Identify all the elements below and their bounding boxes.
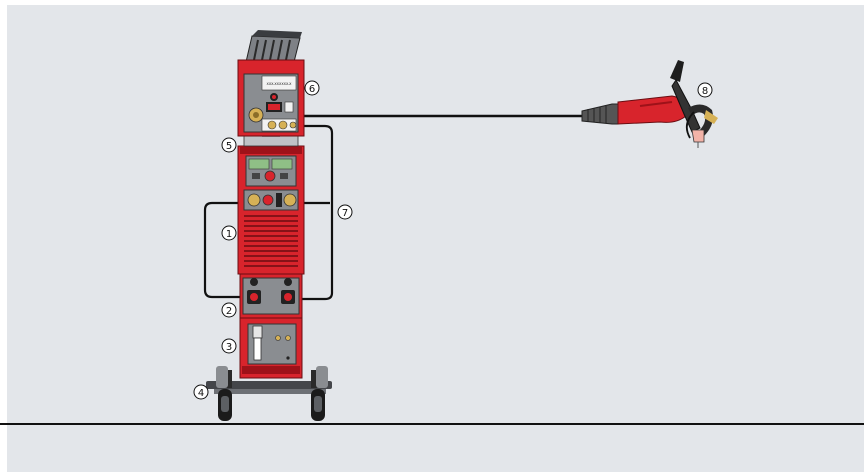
hosepack-loop-right	[298, 124, 334, 301]
torch-nozzle	[691, 129, 705, 143]
callout-1: 1	[221, 225, 237, 241]
display	[248, 158, 270, 170]
trolley	[206, 366, 332, 421]
left-border	[0, 0, 7, 472]
callout-4: 4	[193, 384, 209, 400]
callout-5-label: 5	[226, 141, 232, 152]
callout-3: 3	[221, 338, 237, 354]
callout-5: 5	[221, 137, 237, 153]
callout-8: 8	[697, 82, 713, 98]
wire-feeder: XXX-XXXXXX-X	[237, 30, 305, 137]
callout-7-label: 7	[342, 208, 348, 219]
callout-2: 2	[221, 302, 237, 318]
callout-7: 7	[337, 204, 353, 220]
panel-text: XXX-XXXXXX-X	[267, 82, 293, 86]
power-source	[237, 145, 305, 275]
callout-1-label: 1	[226, 229, 232, 240]
torch-back-cap	[670, 60, 684, 82]
gas-bottle-holder	[239, 317, 303, 379]
callout-3-label: 3	[226, 342, 232, 353]
top-border	[0, 0, 864, 5]
control-knob	[264, 170, 276, 182]
cooling-unit	[239, 271, 303, 319]
callout-8-label: 8	[702, 86, 708, 97]
callout-4-label: 4	[198, 388, 204, 399]
callout-6: 6	[304, 80, 320, 96]
welding-torch	[581, 60, 718, 148]
callout-6-label: 6	[309, 84, 315, 95]
callout-2-label: 2	[226, 306, 232, 317]
hosepack-loop-left	[203, 201, 247, 299]
